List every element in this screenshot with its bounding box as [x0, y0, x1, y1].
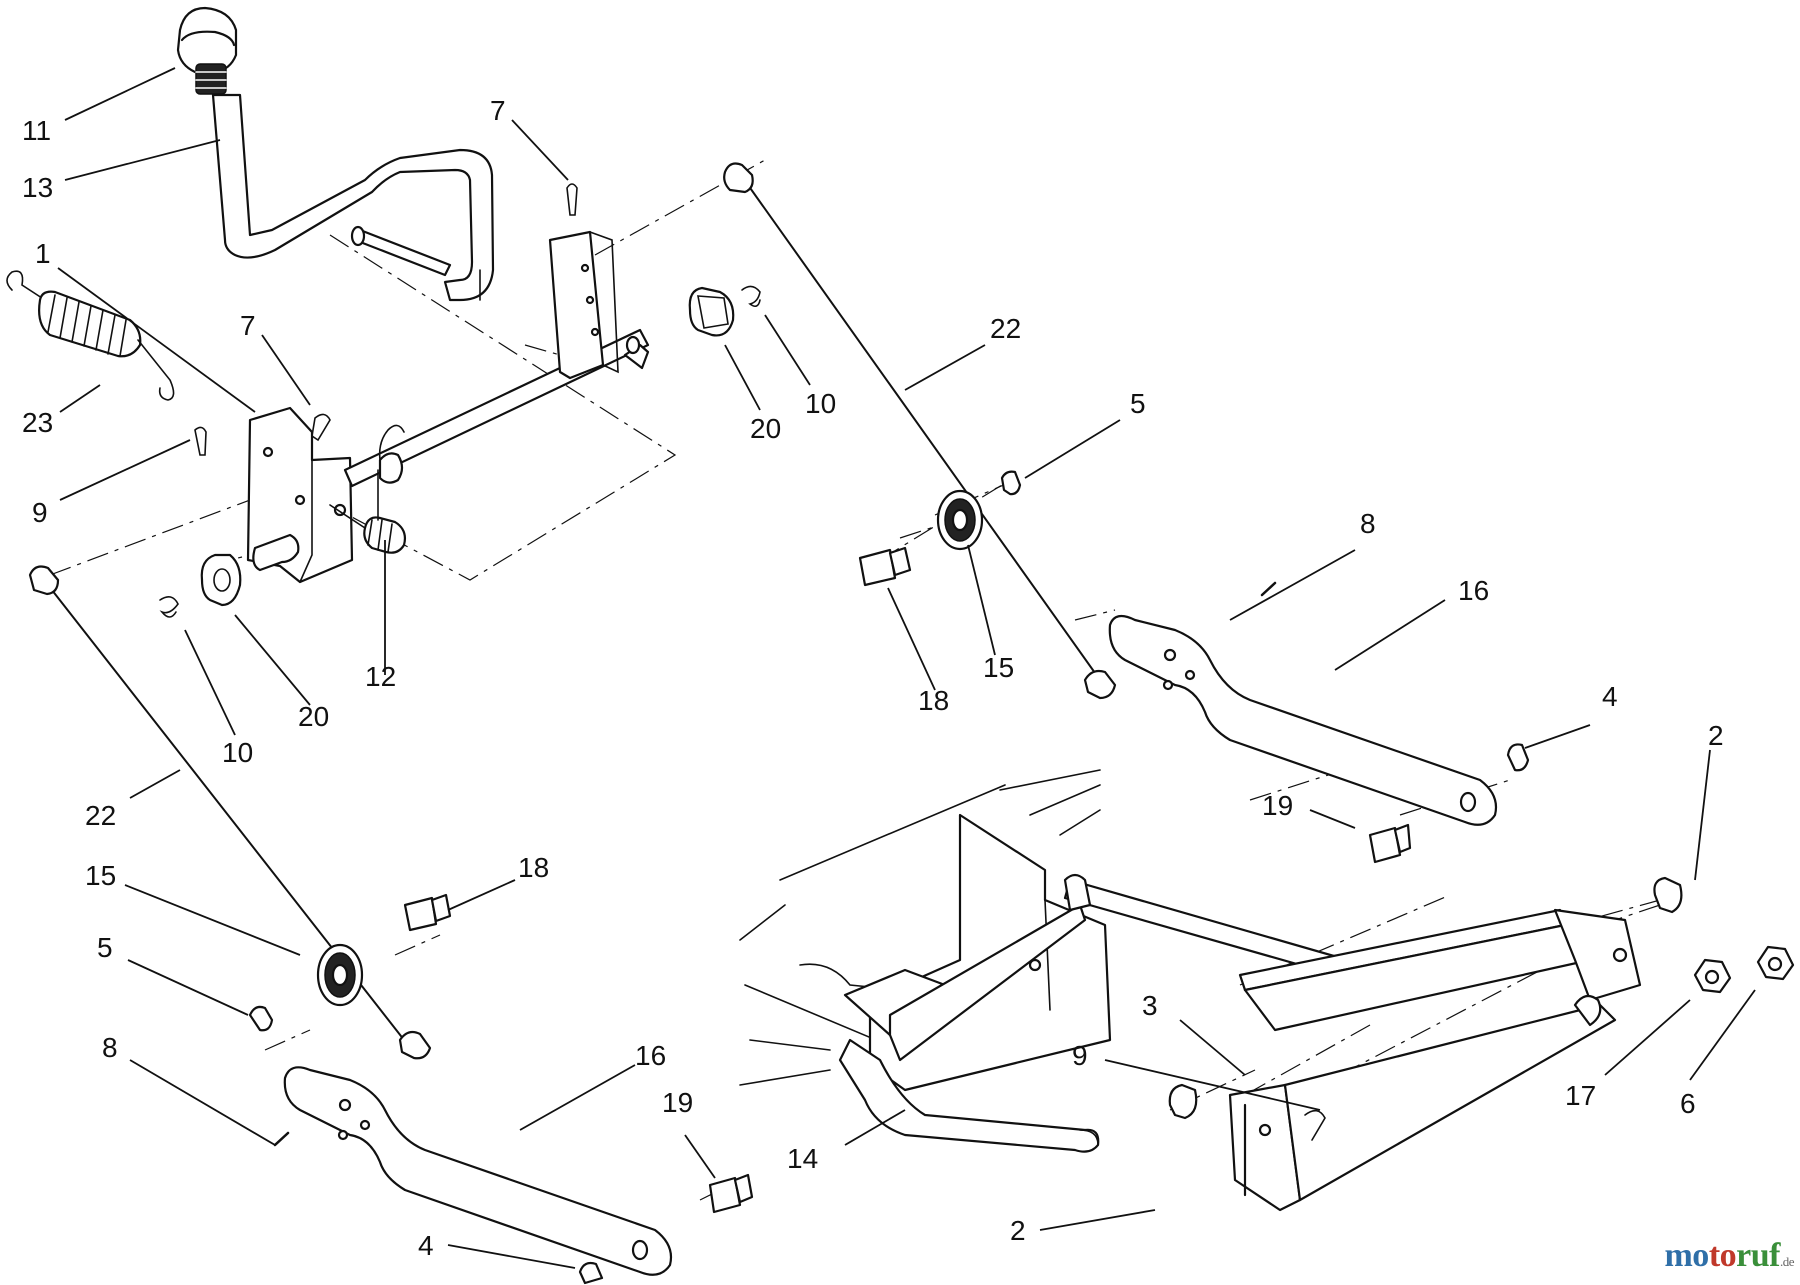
- callout-8: 8: [1360, 508, 1376, 539]
- callout-4: 4: [418, 1230, 434, 1261]
- callout-14: 14: [787, 1143, 818, 1174]
- callout-7: 7: [490, 95, 506, 126]
- callout-3: 3: [1142, 990, 1158, 1021]
- lift-rod-right: [723, 162, 1117, 700]
- callout-20: 20: [750, 413, 781, 444]
- callout-18: 18: [518, 852, 549, 883]
- callout-18: 18: [918, 685, 949, 716]
- callout-9: 9: [1072, 1040, 1088, 1071]
- cross-shaft: [343, 230, 650, 488]
- lift-lever-assembly: [176, 6, 495, 302]
- callout-19: 19: [1262, 790, 1293, 821]
- callout-15: 15: [983, 652, 1014, 683]
- callout-9: 9: [32, 497, 48, 528]
- pivot-bracket-left: [246, 406, 354, 584]
- lift-arm-lower: [273, 1066, 754, 1285]
- callout-22: 22: [85, 800, 116, 831]
- shaft-hardware-upper: [688, 285, 761, 337]
- callout-16: 16: [1458, 575, 1489, 606]
- callout-8: 8: [102, 1032, 118, 1063]
- callout-1: 1: [35, 238, 51, 269]
- callout-6: 6: [1680, 1088, 1696, 1119]
- torsion-spring: [329, 469, 407, 554]
- callout-2: 2: [1708, 720, 1724, 751]
- callout-10: 10: [222, 737, 253, 768]
- leader-lines: [57, 67, 1756, 1269]
- callout-13: 13: [22, 172, 53, 203]
- watermark-tld: .de: [1779, 1254, 1795, 1269]
- callout-10: 10: [805, 388, 836, 419]
- callout-23: 23: [22, 407, 53, 438]
- shaft-hardware-lower: [159, 553, 242, 618]
- extension-spring: [6, 270, 175, 401]
- callout-17: 17: [1565, 1080, 1596, 1111]
- callout-20: 20: [298, 701, 329, 732]
- watermark-part-1: mo: [1664, 1237, 1709, 1274]
- lift-arm-upper: [1108, 581, 1530, 864]
- callout-19: 19: [662, 1087, 693, 1118]
- idler-pulley-lower: [248, 893, 452, 1032]
- cotter-pins: [194, 183, 578, 456]
- callout-4: 4: [1602, 681, 1618, 712]
- idler-pulley-upper: [858, 470, 1022, 587]
- callout-16: 16: [635, 1040, 666, 1071]
- callout-15: 15: [85, 860, 116, 891]
- mounting-bracket: [1168, 876, 1795, 1212]
- watermark-part-2: to: [1708, 1237, 1737, 1274]
- callout-22: 22: [990, 313, 1021, 344]
- callout-2: 2: [1010, 1215, 1026, 1246]
- callout-11: 11: [22, 115, 51, 146]
- callout-5: 5: [97, 932, 113, 963]
- watermark-logo: motoruf.de: [1664, 1237, 1794, 1275]
- callout-12: 12: [365, 661, 396, 692]
- callout-labels: 11 13 1 7 7 23 9 20 10 22 5 8 16 18 15 4…: [22, 95, 1724, 1261]
- watermark-part-3: ruf: [1736, 1237, 1780, 1274]
- callout-7: 7: [240, 310, 256, 341]
- callout-5: 5: [1130, 388, 1146, 419]
